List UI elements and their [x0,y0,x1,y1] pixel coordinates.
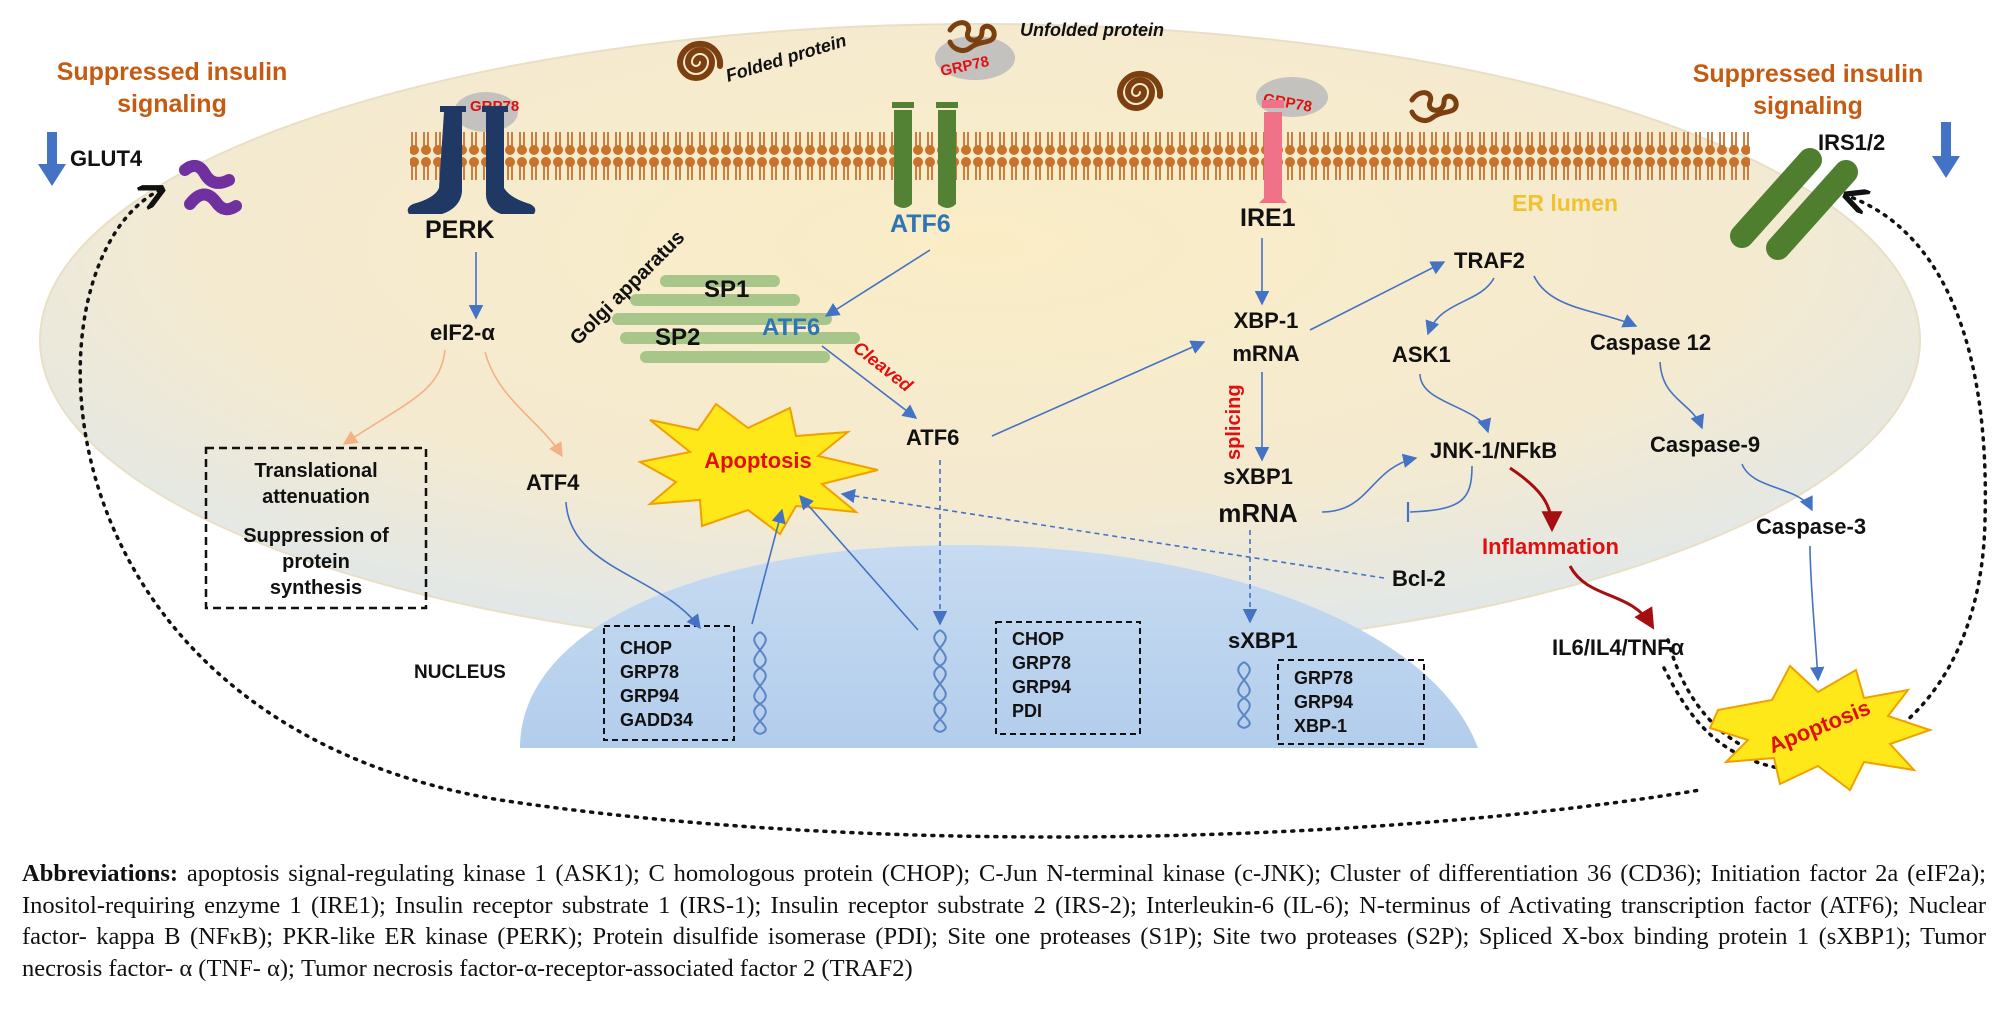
sp2-label: SP2 [655,324,700,351]
apoptosis-burst-icon-right [1708,664,1934,792]
sxbp1-mrna-line2: mRNA [1218,498,1298,528]
gene-box-3-item-0: GRP78 [1294,668,1353,688]
er-stress-diagram: GRP78 GRP78 GRP78 Folded protein Unfolde… [38,20,1988,839]
down-arrow-icon-right [1932,122,1960,178]
gene-box-2-item-3: PDI [1012,701,1042,721]
dna-helix-icon-2 [933,629,947,733]
caspase12-label: Caspase 12 [1590,330,1711,355]
glut4-receptor-icon [179,159,242,216]
atf6-sensor-label: ATF6 [890,210,951,238]
arrow-jnk-inflammation [1509,466,1563,533]
arrow-bcl2-apoptosis [840,488,1385,579]
arrow-caspase9-caspase3 [1741,463,1813,512]
unfolded-protein-icon-2 [1409,90,1459,123]
golgi-atf6-label: ATF6 [762,314,820,341]
abbreviations-heading: Abbreviations: [22,860,179,887]
xbp1-mrna-line1: XBP-1 [1234,308,1299,333]
gene-box-2-item-2: GRP94 [1012,677,1071,697]
arrow-atf4-box1 [565,501,701,630]
caspase9-label: Caspase-9 [1650,432,1760,457]
ire1-label: IRE1 [1240,204,1296,232]
box-line-5: synthesis [270,577,362,599]
sp1-label: SP1 [704,276,749,303]
glut4-label: GLUT4 [70,146,143,171]
insulin-left-line2: signaling [117,90,227,118]
xbp1-mrna-line2: mRNA [1232,341,1299,366]
perk-label: PERK [425,216,494,244]
traf2-label: TRAF2 [1454,248,1525,273]
gene-box-2 [995,621,1141,735]
irs12-label: IRS1/2 [1818,130,1885,155]
arrow-inflammation-il6 [1568,565,1655,630]
insulin-right-line1: Suppressed insulin [1693,60,1924,88]
inflammation-label: Inflammation [1482,534,1619,559]
gene-box-1-item-0: CHOP [620,638,672,658]
gene-box-3 [1277,659,1425,745]
box-line-1: Translational [254,460,377,482]
sxbp1-mrna-line1: sXBP1 [1223,464,1293,489]
box-line-2: attenuation [262,486,370,508]
arrow-golgi-atf6cleaved [821,345,918,419]
gene-box-1-item-1: GRP78 [620,662,679,682]
gene-box-2-item-1: GRP78 [1012,653,1071,673]
arrow-ask1-jnk [1419,373,1492,434]
arrow-xbp1-traf2 [1309,261,1446,331]
arrow-traf2-caspase12 [1533,275,1638,328]
abbreviations-paragraph: Abbreviations: apoptosis signal-regulati… [22,858,1986,984]
atf4-label: ATF4 [526,470,580,495]
ask1-label: ASK1 [1392,342,1451,367]
perk-channel-icon [407,106,536,214]
arrow-eif2-atf4 [484,351,563,458]
atf6-channel-icon [892,102,958,208]
arrow-atf6-xbp1 [991,340,1206,437]
unfolded-protein-label: Unfolded protein [1020,20,1164,40]
arrow-box1-apoptosis [751,508,786,625]
splicing-label: splicing [1223,384,1245,460]
unfolded-protein-icon [947,20,997,53]
insulin-left-line1: Suppressed insulin [57,58,288,86]
abbreviations-text: apoptosis signal-regulating kinase 1 (AS… [22,860,1986,982]
feedback-loop-right [1666,196,1988,764]
box-line-4: protein [282,551,350,573]
arrow-atf6-golgi [824,249,931,317]
gene-box-1 [603,625,735,741]
bcl2-label: Bcl-2 [1392,566,1446,591]
insulin-right-line2: signaling [1753,92,1863,120]
apoptosis-burst-icon [637,402,879,536]
down-arrow-icon-left [38,132,66,186]
er-lumen-label: ER lumen [1512,190,1618,216]
arrow-box2-apoptosis [799,494,919,631]
apoptosis-label-center: Apoptosis [704,448,812,473]
gene-box-3-item-2: XBP-1 [1294,716,1347,736]
caspase3-label: Caspase-3 [1756,514,1866,539]
jnk-nfkb-label: JNK-1/NFkB [1430,438,1557,463]
gene-box-1-item-2: GRP94 [620,686,679,706]
arrow-caspase12-caspase9 [1659,361,1705,430]
inhibit-jnk-bcl2 [1409,465,1473,513]
eif2-alpha-label: eIF2-α [430,320,495,345]
gene-box-1-item-3: GADD34 [620,710,693,730]
er-membrane [410,128,1750,180]
ire1-channel-icon [1259,100,1287,203]
folded-protein-icon-2 [1116,70,1164,111]
dna-helix-icon-1 [753,631,767,735]
box-line-3: Suppression of [243,525,389,547]
arrow-sxbp1-jnk [1321,453,1418,513]
folded-protein-icon [676,40,724,81]
arrow-caspase3-apoptosis [1809,545,1825,682]
gene-box-2-item-0: CHOP [1012,629,1064,649]
golgi-apparatus-icon [612,275,860,363]
dna-helix-icon-3 [1237,661,1251,729]
arrow-traf2-ask1 [1425,277,1495,336]
il6-il4-tnfa-label: IL6/IL4/TNFα [1552,635,1685,660]
feedback-link-il6 [1662,666,1792,772]
nucleus-label: NUCLEUS [414,662,506,683]
translational-attenuation-box [204,446,428,610]
arrow-eif2-box [342,349,446,445]
atf6-cleaved-label: ATF6 [906,425,959,450]
irs12-receptor-icon [1730,148,1858,260]
sxbp1-nucleus-label: sXBP1 [1228,628,1298,653]
gene-box-3-item-1: GRP94 [1294,692,1353,712]
feedback-loop-left [78,190,1702,839]
